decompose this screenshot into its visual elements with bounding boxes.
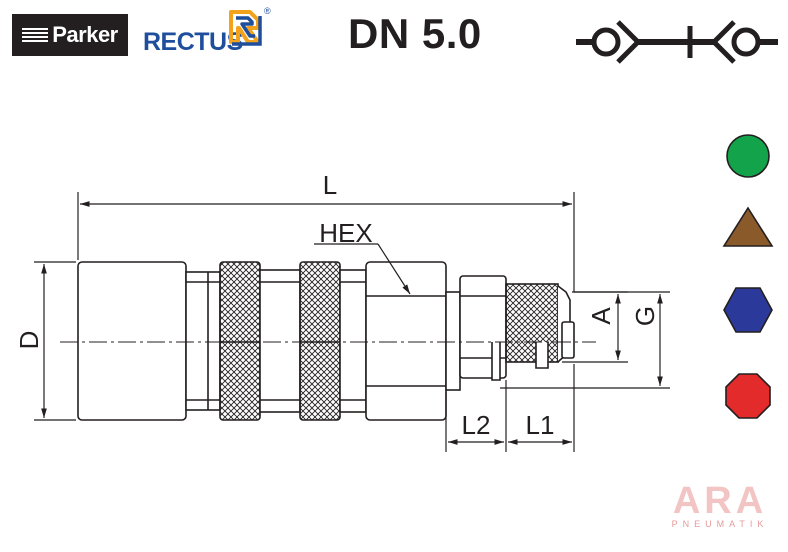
hex-nut	[365, 261, 447, 421]
hex-neck	[445, 291, 461, 391]
dimension-L1-L2	[445, 364, 575, 452]
compatibility-symbols	[722, 134, 774, 419]
label-L: L	[323, 170, 337, 200]
ara-logo-subtext: PNEUMATIK	[671, 519, 769, 529]
page-title: DN 5.0	[348, 10, 482, 57]
body-middle	[259, 269, 301, 413]
green-circle-icon	[726, 134, 770, 178]
knurled-collar-front	[219, 261, 261, 421]
dimension-G	[500, 291, 670, 389]
label-D: D	[14, 331, 44, 350]
parker-logo-text: Parker	[52, 22, 118, 47]
dimension-D	[34, 261, 76, 421]
red-octagon-icon	[725, 373, 771, 419]
brown-triangle-icon	[722, 206, 774, 247]
sleeve	[77, 261, 187, 421]
label-L1: L1	[526, 410, 555, 440]
threaded-tail	[505, 283, 559, 363]
rectus-registered-mark: ®	[264, 6, 271, 16]
ara-logo-text: ARA	[672, 480, 768, 522]
ara-pneumatik-logo: ARA PNEUMATIK	[664, 480, 776, 530]
parker-stripes-icon	[22, 28, 49, 42]
body-section	[185, 271, 221, 411]
rectus-logo-text: RECTUS	[143, 28, 243, 56]
knurled-collar-rear	[299, 261, 341, 421]
rectus-mark-icon	[229, 10, 262, 46]
rectus-logo: RECTUS ®	[143, 6, 278, 58]
blue-hexagon-icon	[723, 287, 773, 333]
body-neck	[339, 269, 367, 413]
coupling-body	[77, 261, 575, 421]
dimension-L	[77, 192, 575, 292]
coupling-symbol-icon	[576, 20, 778, 64]
label-L2: L2	[462, 410, 491, 440]
label-A: A	[586, 307, 616, 325]
label-G: G	[630, 306, 660, 326]
label-HEX: HEX	[319, 218, 372, 248]
parker-logo: Parker	[12, 14, 128, 56]
hex-leader	[314, 243, 411, 295]
